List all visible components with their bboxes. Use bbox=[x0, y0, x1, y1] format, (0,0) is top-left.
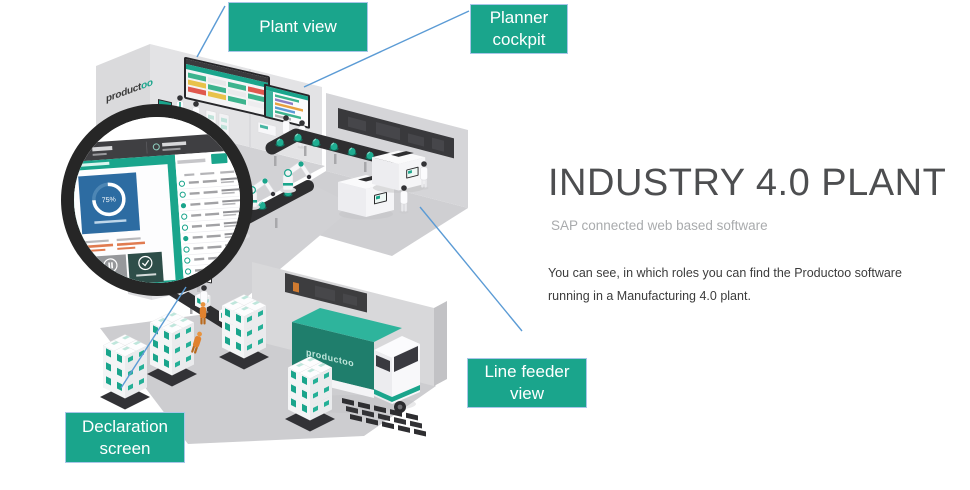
feeder-conveyor bbox=[265, 128, 395, 172]
page-title: INDUSTRY 4.0 PLANT bbox=[548, 162, 947, 204]
office-console bbox=[257, 121, 277, 137]
check-icon bbox=[141, 259, 150, 267]
callout-line-declaration bbox=[120, 286, 187, 389]
callout-declaration-screen-label: Declaration screen bbox=[82, 416, 168, 458]
user-icon bbox=[152, 143, 160, 151]
office-room: productoo bbox=[96, 44, 322, 165]
crate-stack bbox=[147, 312, 197, 387]
magnifier: 75% bbox=[61, 104, 253, 296]
description-text: You can see, in which roles you can find… bbox=[548, 266, 902, 303]
page-subtitle: SAP connected web based software bbox=[551, 218, 768, 233]
callout-line-plant-view bbox=[196, 5, 226, 58]
callout-plant-view: Plant view bbox=[228, 2, 368, 52]
callout-planner-cockpit-label: Planner cockpit bbox=[489, 8, 549, 49]
crate-stack bbox=[285, 357, 335, 432]
empty-pallet-pile bbox=[342, 398, 426, 437]
callout-plant-view-label: Plant view bbox=[259, 17, 337, 36]
shipping-room-window bbox=[285, 273, 367, 313]
plant-view-screen bbox=[184, 56, 270, 118]
callout-line-feeder-view-label: Line feeder view bbox=[484, 362, 570, 403]
dashboard-header bbox=[74, 131, 240, 163]
callout-line-line-feeder bbox=[419, 206, 523, 332]
factory-illustration: productoo bbox=[61, 5, 523, 444]
callout-declaration-screen: Declaration screen bbox=[65, 412, 185, 463]
callout-planner-cockpit: Planner cockpit bbox=[470, 4, 568, 54]
callout-lines bbox=[120, 5, 523, 389]
progress-ring bbox=[92, 182, 126, 217]
planner-cockpit-screen bbox=[264, 83, 310, 129]
machine-room bbox=[265, 93, 468, 220]
crate-stack bbox=[100, 335, 150, 410]
dashboard-table-panel bbox=[174, 149, 240, 283]
shipping-room: productoo bbox=[100, 262, 447, 437]
callout-line-planner-cockpit bbox=[303, 10, 470, 88]
crate-stack bbox=[219, 295, 269, 370]
callout-line-feeder-view: Line feeder view bbox=[467, 358, 587, 408]
progress-value: 75% bbox=[102, 196, 116, 204]
table-filter-button bbox=[210, 153, 228, 165]
line-feeder-machine bbox=[372, 150, 426, 193]
progress-tile bbox=[78, 172, 141, 235]
machine-room-window bbox=[338, 108, 454, 159]
